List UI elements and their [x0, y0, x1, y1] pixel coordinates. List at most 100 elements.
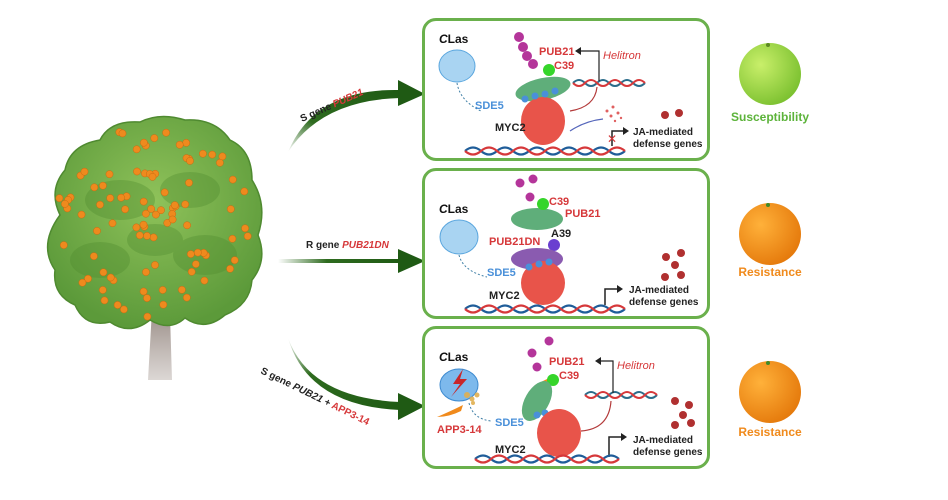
tree-fruit [175, 140, 184, 149]
leaked-contents-icon [464, 392, 480, 405]
tree-fruit [170, 201, 179, 209]
outcome-label-resistance-app: Resistance [738, 425, 802, 439]
promoter-dna-strand [474, 454, 620, 464]
tree-fruit [187, 267, 196, 276]
effector-label: SDE5 [495, 417, 524, 429]
pub21-label: PUB21 [565, 208, 600, 220]
target-genes-line2: defense genes [633, 447, 703, 458]
effector-secretion-path [458, 254, 488, 278]
tree-fruit [183, 221, 191, 230]
helitron-dna-strand [584, 391, 658, 399]
tree-fruit [135, 231, 144, 240]
tree-fruit [59, 241, 68, 249]
tree-fruit [162, 128, 170, 137]
tree-fruit [241, 224, 249, 233]
outcome-label-susceptibility: Susceptibility [730, 110, 810, 124]
app3-14-peptide-icon [437, 405, 463, 417]
myc2-degradation-arrow [569, 118, 604, 132]
tree-fruit [149, 233, 158, 242]
pub21-protein [511, 208, 563, 230]
transcription-arrowhead [621, 433, 627, 441]
effector-label: SDE5 [475, 100, 504, 112]
tree-fruit [90, 183, 99, 192]
tree-fruit [182, 139, 191, 147]
effector-secretion-path [468, 402, 492, 422]
tree-fruit [113, 301, 122, 309]
tree-fruit [200, 276, 209, 285]
orange-fruit-icon [739, 203, 801, 265]
lightning-damage-icon [451, 369, 467, 397]
panel-s-gene-app-diagram: CLas APP3-14 SDE5 PUB21 C39 MYC2 Helitro… [437, 336, 703, 464]
ja-molecules [661, 109, 683, 119]
tree-fruit [98, 286, 107, 294]
tree-fruit [178, 285, 186, 294]
c39-residue [537, 198, 549, 210]
transcription-arrow [608, 436, 621, 457]
tree-fruit [228, 234, 237, 243]
tree-fruit [142, 268, 150, 276]
tree-fruit [117, 193, 125, 202]
tree-fruit [143, 312, 152, 321]
myc2-protein [521, 97, 565, 145]
sde5-binding-dots [525, 258, 553, 271]
c39-residue [543, 64, 555, 76]
myc2-protein [537, 409, 581, 457]
tree-fruit [182, 293, 191, 302]
ja-molecules [671, 397, 695, 429]
clas-bacterium-icon [439, 219, 479, 255]
tree-fruit [163, 219, 172, 227]
c39-label: C39 [549, 196, 569, 208]
a39-label: A39 [551, 228, 571, 240]
tree-fruit [168, 215, 177, 224]
arrow-r-gene-head [398, 249, 425, 273]
promoter-dna [474, 454, 620, 464]
tree-fruit [243, 232, 252, 241]
promoter-dna-strand [464, 304, 626, 314]
tree-fruit [118, 129, 127, 138]
helitron-dna-strand [572, 79, 646, 87]
degraded-myc2-fragments [605, 105, 623, 123]
ja-molecules [661, 249, 685, 281]
tree-fruit [132, 223, 141, 232]
myc2-to-helitron-arrow [580, 400, 612, 432]
panel-s-gene-app: CLas APP3-14 SDE5 PUB21 C39 MYC2 Helitro… [422, 326, 710, 469]
tree-fruit [150, 134, 159, 142]
arrow-label-r-gene: R gene PUB21DN [306, 240, 390, 251]
tree-fruit [151, 261, 159, 269]
ubiquitin-chain [515, 174, 538, 202]
tree-fruit [93, 227, 101, 235]
pathogen-label: CLas [439, 202, 469, 216]
transcription-arrowhead [623, 127, 629, 135]
effector-label: SDE5 [487, 267, 516, 279]
tree-fruit [181, 200, 190, 209]
tree-fruit [133, 167, 141, 176]
tree-fruit [120, 305, 128, 314]
ubiquitin-chain [527, 336, 554, 372]
tree-fruit [105, 170, 114, 179]
tree-fruit [139, 287, 148, 296]
arrow-r-gene [278, 259, 400, 263]
outcome-label-resistance-r-gene: Resistance [738, 265, 802, 279]
arrow-s-gene-app [288, 338, 400, 410]
pathway-arrows: S gene PUB21 R gene PUB21DN S gene PUB21… [260, 80, 425, 428]
helitron-arrow [601, 360, 614, 393]
tree-fruit [199, 149, 207, 158]
pub21-label: PUB21 [539, 46, 574, 58]
myc2-label: MYC2 [495, 444, 526, 456]
sde5-binding-dots [533, 409, 549, 419]
tree-fruit [139, 197, 148, 206]
tree-fruit [159, 300, 168, 309]
arrow-s-gene-head [398, 80, 425, 106]
tree-fruit [160, 188, 169, 197]
myc2-label: MYC2 [495, 122, 526, 134]
tree-fruit [185, 178, 193, 187]
a39-residue [548, 239, 560, 251]
tree-fruit [139, 220, 148, 229]
tree-fruit [55, 194, 64, 203]
tree-fruit [77, 210, 86, 219]
target-genes-line2: defense genes [629, 297, 699, 308]
tree-fruit [106, 273, 115, 282]
helitron-arrow [581, 50, 600, 81]
arrow-label-s-gene: S gene PUB21 [299, 87, 366, 125]
myc2-label: MYC2 [489, 290, 520, 302]
